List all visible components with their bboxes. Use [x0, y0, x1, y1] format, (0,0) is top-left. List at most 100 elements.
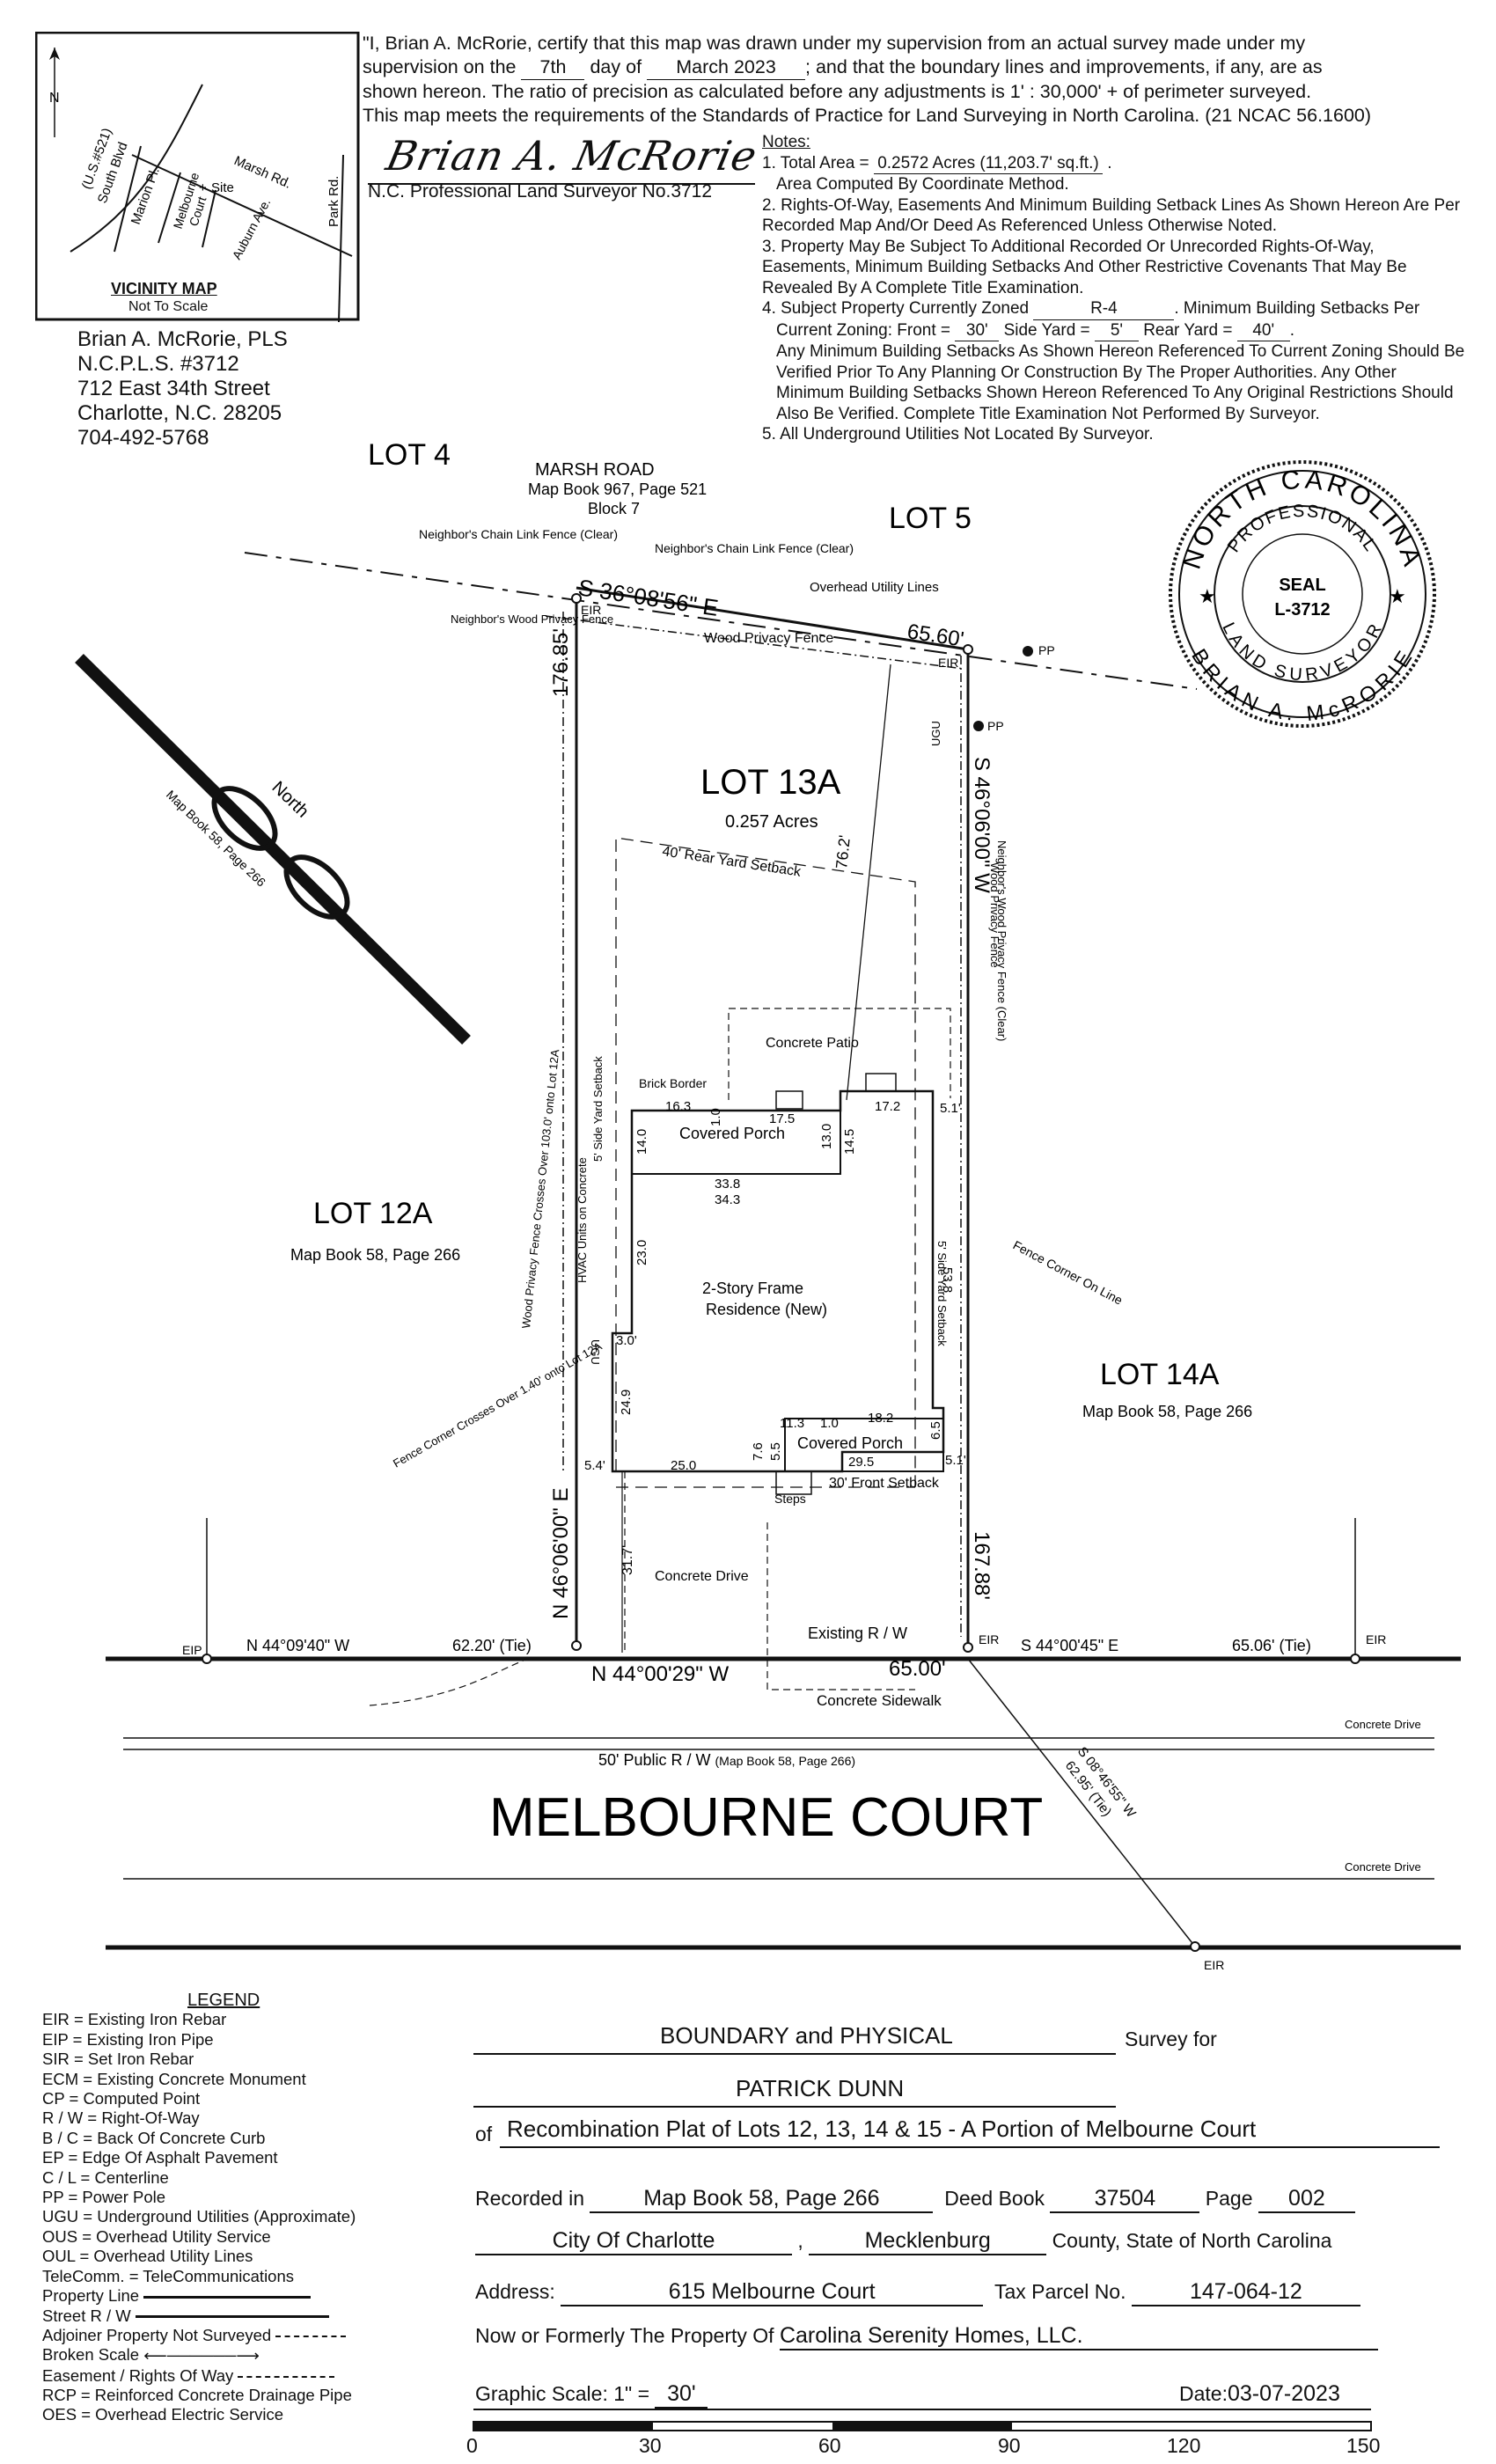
- surveyor-seal: NORTH CAROLINA PROFESSIONAL LAND SURVEYO…: [1169, 460, 1436, 728]
- svg-text:SEAL: SEAL: [1279, 576, 1325, 595]
- svg-text:40' Rear Yard Setback: 40' Rear Yard Setback: [661, 844, 803, 880]
- corner-marker-se: [963, 1642, 973, 1653]
- legend-item: PP = Power Pole: [42, 2188, 166, 2207]
- address-row: Address: 615 Melbourne Court Tax Parcel …: [475, 2279, 1360, 2306]
- svg-text:0.257 Acres: 0.257 Acres: [725, 812, 818, 832]
- svg-text:29.5: 29.5: [848, 1455, 874, 1470]
- date-row: Date:03-07-2023: [1179, 2381, 1340, 2406]
- surveyor-address: Brian A. McRorie, PLS N.C.P.L.S. #3712 7…: [77, 327, 288, 450]
- svg-text:Wood Privacy Fence: Wood Privacy Fence: [988, 862, 1001, 968]
- svg-text:Concrete Drive: Concrete Drive: [655, 1569, 749, 1584]
- svg-text:Steps: Steps: [774, 1492, 806, 1506]
- svg-text:Concrete Sidewalk: Concrete Sidewalk: [817, 1692, 942, 1709]
- legend-item: RCP = Reinforced Concrete Drainage Pipe: [42, 2386, 352, 2405]
- svg-text:N 44°09'40" W: N 44°09'40" W: [246, 1637, 349, 1654]
- rear-step-1: [775, 1090, 803, 1110]
- row-width-label: 50' Public R / W (Map Book 58, Page 266): [598, 1751, 855, 1769]
- svg-text:Existing R / W: Existing R / W: [808, 1624, 907, 1642]
- svg-text:65.00': 65.00': [889, 1657, 946, 1681]
- svg-text:7.6: 7.6: [751, 1442, 766, 1461]
- rear-step-2: [865, 1073, 897, 1092]
- corner-marker-ne: [963, 644, 973, 655]
- legend-item: ECM = Existing Concrete Monument: [42, 2069, 306, 2088]
- legend-item: Adjoiner Property Not Surveyed: [42, 2326, 412, 2345]
- svg-text:62.20' (Tie): 62.20' (Tie): [452, 1637, 532, 1654]
- dim-76: [846, 664, 891, 1101]
- legend-item: SIR = Set Iron Rebar: [42, 2050, 194, 2069]
- svg-text:1.0: 1.0: [708, 1108, 723, 1126]
- notes-title: Notes:: [762, 133, 810, 151]
- power-pole-icon: [1023, 646, 1033, 656]
- owner-value: Carolina Serenity Homes, LLC.: [779, 2323, 1378, 2350]
- svg-text:LOT 12A: LOT 12A: [313, 1197, 433, 1230]
- corner-marker-nw: [571, 593, 582, 604]
- svg-text:5.4': 5.4': [584, 1458, 605, 1473]
- parcel-value: 147-064-12: [1131, 2279, 1360, 2306]
- north-arrow-icon: N: [49, 48, 60, 137]
- legend-item: OUL = Overhead Utility Lines: [42, 2247, 253, 2266]
- recorded-value: Map Book 58, Page 266: [590, 2186, 934, 2213]
- svg-text:EIR: EIR: [979, 1632, 999, 1646]
- note-4-setbacks: Current Zoning: Front = 30' Side Yard = …: [762, 320, 1466, 341]
- svg-text:Park Rd.: Park Rd.: [326, 176, 341, 227]
- scale-tick: 30: [639, 2434, 662, 2457]
- svg-text:5' Side Yard Setback: 5' Side Yard Setback: [935, 1241, 949, 1346]
- legend: LEGEND EIR = Existing Iron Rebar EIP = E…: [42, 1991, 412, 2425]
- page-value: 002: [1258, 2186, 1355, 2213]
- notes-block: Notes: 1. Total Area = 0.2572 Acres (11,…: [762, 132, 1466, 445]
- legend-item: CP = Computed Point: [42, 2089, 201, 2108]
- survey-type: BOUNDARY and PHYSICAL: [660, 2022, 953, 2049]
- corner-marker-sw: [571, 1640, 582, 1651]
- svg-text:Concrete Drive: Concrete Drive: [1345, 1718, 1421, 1731]
- legend-item: B / C = Back Of Concrete Curb: [42, 2128, 266, 2147]
- date-value: 03-07-2023: [1227, 2381, 1340, 2406]
- svg-text:65.06' (Tie): 65.06' (Tie): [1232, 1637, 1311, 1654]
- of-value: Recombination Plat of Lots 12, 13, 14 & …: [507, 2116, 1257, 2142]
- note-3: 3. Property May Be Subject To Additional…: [762, 237, 1407, 297]
- svg-text:Neighbor's Wood Privacy Fence: Neighbor's Wood Privacy Fence (Clear): [995, 840, 1008, 1041]
- cert-day: 7th: [521, 55, 585, 80]
- scale-tick: 90: [998, 2434, 1021, 2457]
- svg-text:30' Front Setback: 30' Front Setback: [829, 1476, 940, 1491]
- building-setback-line: [615, 837, 916, 1487]
- legend-item: EP = Edge Of Asphalt Pavement: [42, 2148, 278, 2167]
- certification-block: "I, Brian A. McRorie, certify that this …: [363, 32, 1471, 128]
- svg-text:Overhead Utility Lines: Overhead Utility Lines: [810, 580, 939, 595]
- signature-line: [368, 132, 755, 185]
- scale-value: 30': [655, 2381, 708, 2409]
- svg-text:EIR: EIR: [1366, 1632, 1386, 1646]
- svg-text:LOT 14A: LOT 14A: [1100, 1358, 1220, 1391]
- svg-text:24.9: 24.9: [619, 1390, 634, 1415]
- cert-month: March 2023: [647, 55, 806, 80]
- svg-text:5.5: 5.5: [768, 1442, 783, 1461]
- svg-text:EIR: EIR: [1204, 1958, 1224, 1972]
- legend-item: C / L = Centerline: [42, 2167, 169, 2187]
- front-setback-val: 30': [955, 320, 1000, 341]
- deed-value: 37504: [1050, 2186, 1200, 2213]
- front-steps: [775, 1470, 812, 1495]
- legend-item: TeleComm. = TeleCommunications: [42, 2266, 295, 2285]
- note-5: 5. All Underground Utilities Not Located…: [762, 425, 1154, 444]
- city-value: City Of Charlotte: [475, 2228, 792, 2255]
- lot-13a-label: LOT 13A: [700, 763, 841, 802]
- svg-text:N 46°06'00" E: N 46°06'00" E: [549, 1488, 573, 1619]
- legend-item: UGU = Underground Utilities (Approximate…: [42, 2207, 356, 2226]
- svg-text:LOT 5: LOT 5: [889, 502, 972, 535]
- of-label: of: [475, 2123, 493, 2145]
- svg-text:LOT 4: LOT 4: [368, 438, 451, 472]
- svg-text:Map Book 58, Page 266: Map Book 58, Page 266: [1082, 1403, 1252, 1420]
- cert-line-4: This map meets the requirements of the S…: [363, 105, 1372, 126]
- svg-text:31.7': 31.7': [620, 1545, 635, 1575]
- north-boundary: [576, 586, 969, 651]
- note-4: 4. Subject Property Currently Zoned R-4.…: [762, 298, 1466, 320]
- legend-item: OES = Overhead Electric Service: [42, 2405, 284, 2424]
- legend-title: LEGEND: [187, 1991, 260, 2010]
- svg-text:176.85': 176.85': [549, 628, 573, 697]
- svg-text:16.3: 16.3: [665, 1099, 691, 1114]
- svg-text:Block 7: Block 7: [588, 500, 640, 517]
- svg-text:★: ★: [1389, 585, 1406, 607]
- scale-tick: 150: [1346, 2434, 1381, 2457]
- legend-item: Property Line: [42, 2286, 412, 2306]
- scale-tick: 0: [466, 2434, 478, 2457]
